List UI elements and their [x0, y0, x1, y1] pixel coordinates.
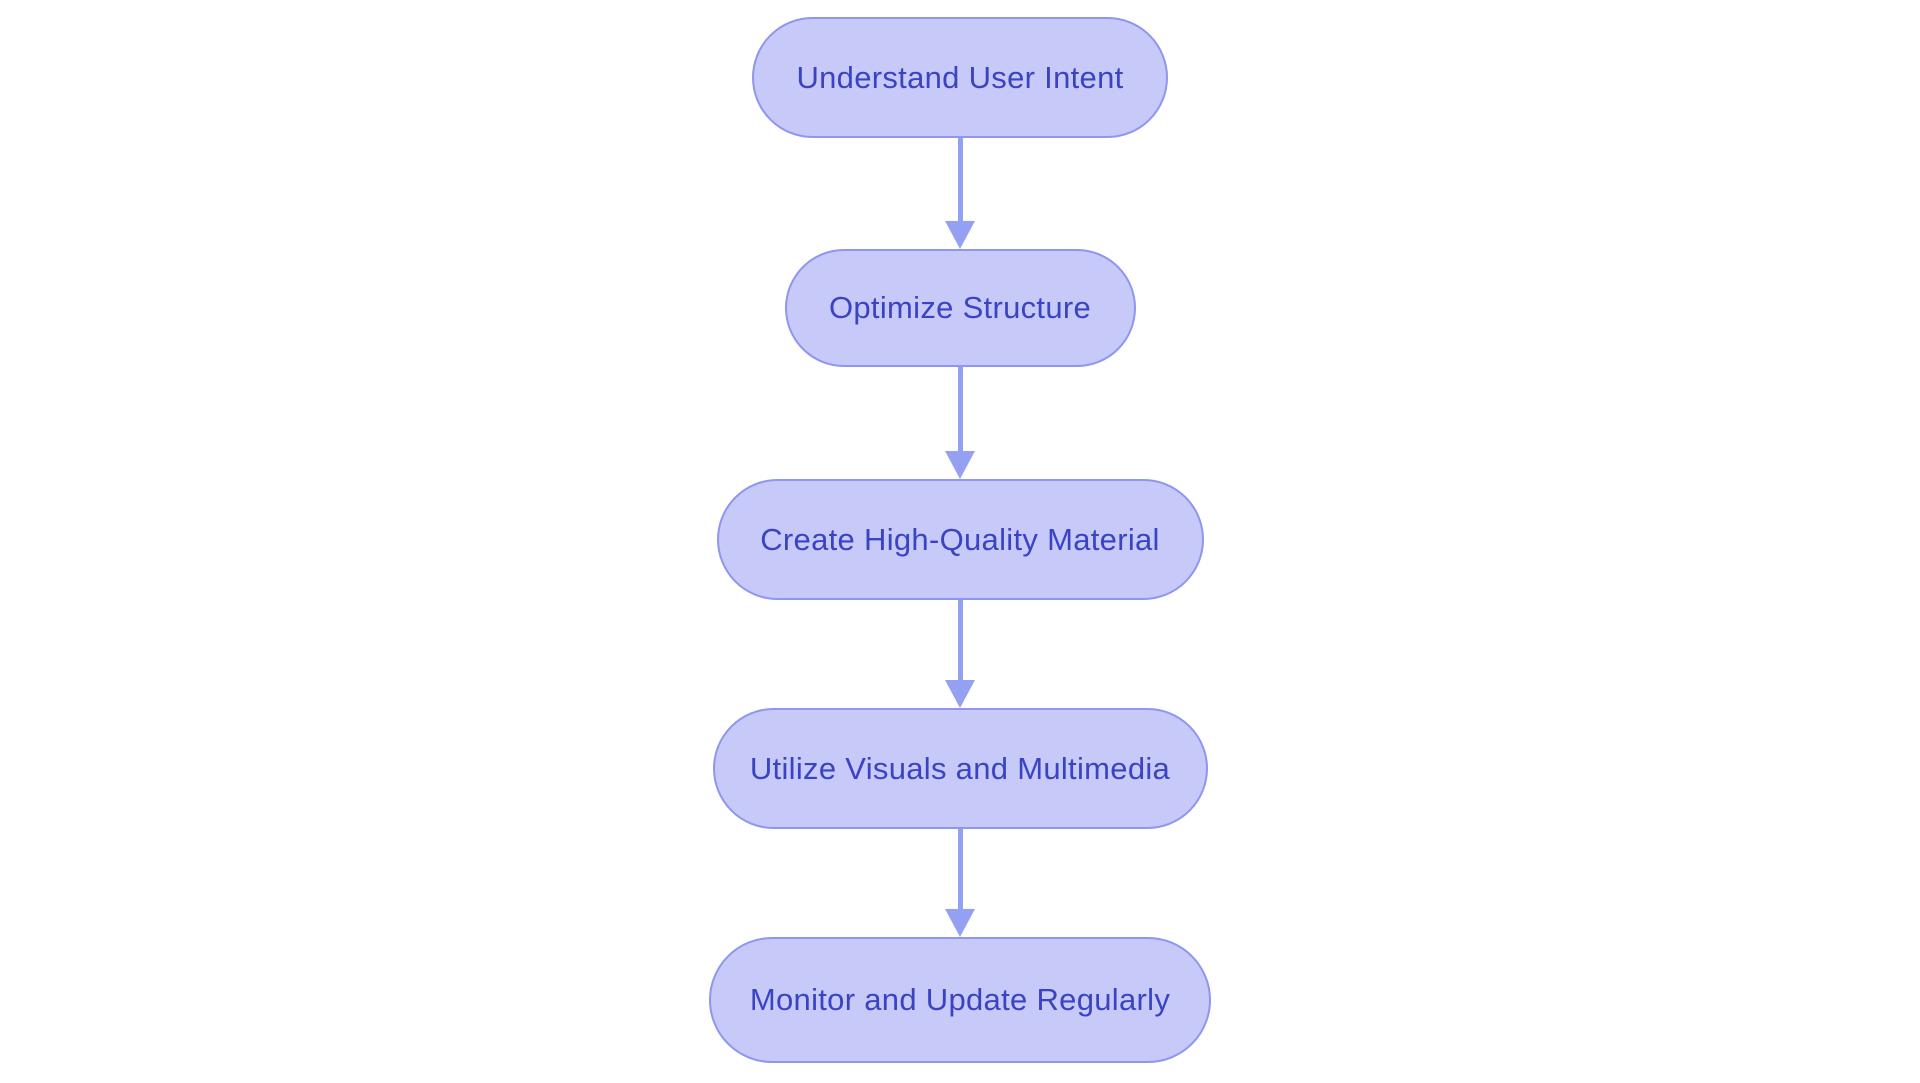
arrowhead-down-icon	[945, 680, 975, 708]
connector-arrow	[945, 600, 975, 708]
connector-arrow	[945, 829, 975, 937]
flow-node-create-high-quality-material: Create High-Quality Material	[716, 479, 1204, 600]
flow-node-optimize-structure: Optimize Structure	[784, 249, 1136, 367]
flow-node-understand-user-intent: Understand User Intent	[752, 17, 1168, 138]
connector-arrow	[945, 138, 975, 249]
arrow-line	[957, 367, 963, 451]
arrow-line	[957, 829, 963, 909]
flow-node-label: Monitor and Update Regularly	[749, 982, 1171, 1017]
flow-node-label: Create High-Quality Material	[760, 521, 1160, 557]
flow-node-label: Understand User Intent	[796, 59, 1124, 95]
arrow-line	[957, 138, 963, 221]
arrowhead-down-icon	[945, 909, 975, 937]
arrow-line	[957, 600, 963, 680]
connector-arrow	[945, 367, 975, 479]
flow-node-monitor-and-update-regularly: Monitor and Update Regularly	[709, 937, 1211, 1063]
flow-node-label: Utilize Visuals and Multimedia	[749, 750, 1171, 786]
flow-node-label: Optimize Structure	[828, 290, 1092, 325]
arrowhead-down-icon	[945, 451, 975, 479]
flow-node-utilize-visuals-and-multimedia: Utilize Visuals and Multimedia	[712, 708, 1208, 829]
arrowhead-down-icon	[945, 221, 975, 249]
